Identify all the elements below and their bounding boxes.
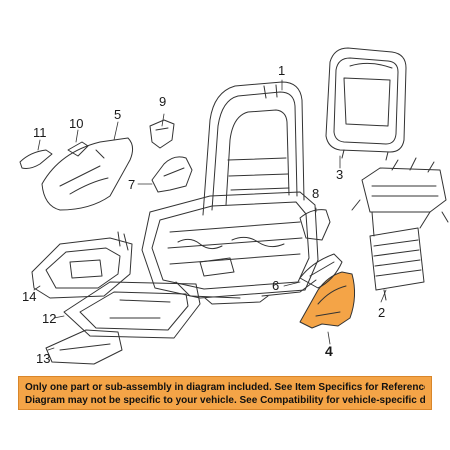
callout-10: 10 <box>69 116 84 131</box>
callout-6: 6 <box>272 278 280 293</box>
callout-3: 3 <box>336 167 344 182</box>
side-trim-part-5 <box>41 137 134 211</box>
callout-9: 9 <box>159 94 167 109</box>
disclaimer-line-1: Only one part or sub-assembly in diagram… <box>25 382 425 393</box>
side-shield-part-4 <box>299 271 356 329</box>
callout-2: 2 <box>378 305 386 320</box>
cushion-panel-part-12 <box>63 281 201 339</box>
lumbar-support-part-2 <box>351 157 449 301</box>
callout-14: 14 <box>22 289 37 304</box>
bracket-part-8 <box>299 209 331 241</box>
callout-12: 12 <box>42 311 57 326</box>
seat-base-part-14 <box>31 231 133 299</box>
callout-8: 8 <box>312 186 320 201</box>
recliner-cover-part-7 <box>151 156 193 193</box>
bracket-part-9 <box>149 119 175 149</box>
callout-5: 5 <box>114 107 122 122</box>
cushion-shield-part-6 <box>299 253 343 289</box>
callout-4: 4 <box>325 343 333 359</box>
disclaimer-line-2: Diagram may not be specific to your vehi… <box>25 395 425 406</box>
handle-part-11 <box>19 149 53 169</box>
callout-1: 1 <box>278 63 286 78</box>
callout-11: 11 <box>33 125 47 140</box>
callout-13: 13 <box>36 351 51 366</box>
seatback-panel-part-3 <box>325 47 407 161</box>
disclaimer-banner: Only one part or sub-assembly in diagram… <box>18 376 432 410</box>
knob-part-10 <box>67 141 89 157</box>
seat-frame-part-1 <box>141 81 319 305</box>
leader-lines <box>33 79 387 351</box>
callout-7: 7 <box>128 177 136 192</box>
lower-rail-part-13 <box>45 329 123 365</box>
